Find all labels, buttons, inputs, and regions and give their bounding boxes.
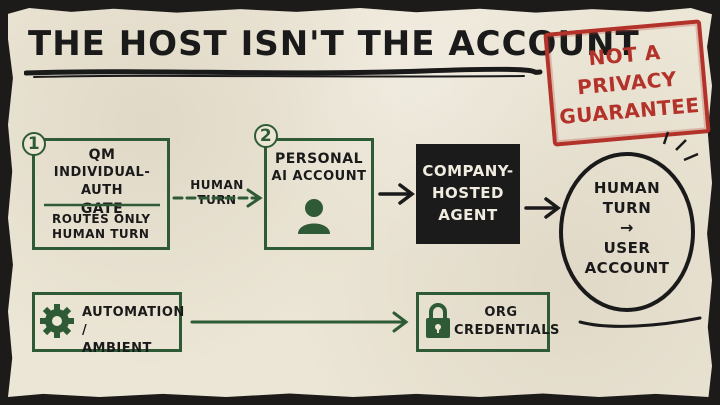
title-underline [24,66,543,78]
step-2-badge: 2 [254,124,278,148]
org-credentials-label: ORG CREDENTIALS [454,304,560,340]
automation-label: AUTOMATION / AMBIENT [82,304,185,358]
gate-title-line-2: INDIVIDUAL-AUTH [53,165,151,198]
arrow-label-line-1: HUMAN [190,178,244,192]
page-title: THE HOST ISN'T THE ACCOUNT [28,24,640,64]
result-line-1: HUMAN [593,179,661,197]
result-line-4: ACCOUNT [584,259,670,277]
org-line-1: ORG [484,305,518,320]
automation-ambient-box [32,292,182,352]
result-line-2: TURN [602,199,652,217]
qm-individual-auth-gate-box [32,138,170,250]
lock-icon [426,303,450,338]
company-line-1: COMPANY- [422,162,514,180]
person-icon [298,199,330,234]
gate-title-line-1: QM [88,147,116,163]
automation-line-2: AMBIENT [82,341,152,356]
step-1-badge: 1 [22,132,46,156]
gear-icon [40,304,74,338]
org-credentials-box [416,292,550,352]
company-hosted-agent-box [416,144,520,244]
personal-title: PERSONAL AI ACCOUNT [264,150,374,186]
automation-line-1: AUTOMATION / [82,305,185,338]
gate-sub-line-1: ROUTES ONLY [52,212,151,226]
company-line-2: HOSTED [431,184,505,202]
gate-sub-text: ROUTES ONLY HUMAN TURN [52,212,164,242]
personal-ai-account-box [264,138,374,250]
result-label: HUMAN TURN → USER ACCOUNT [572,178,682,278]
company-line-3: AGENT [438,206,498,224]
result-line-3: USER [603,239,651,257]
org-line-2: CREDENTIALS [454,323,560,338]
personal-line-1: PERSONAL [274,151,364,167]
gate-sub-line-2: HUMAN TURN [52,227,150,241]
result-arrow: → [620,218,634,237]
company-agent-label: COMPANY- HOSTED AGENT [416,160,520,226]
personal-line-2: AI ACCOUNT [271,169,367,184]
